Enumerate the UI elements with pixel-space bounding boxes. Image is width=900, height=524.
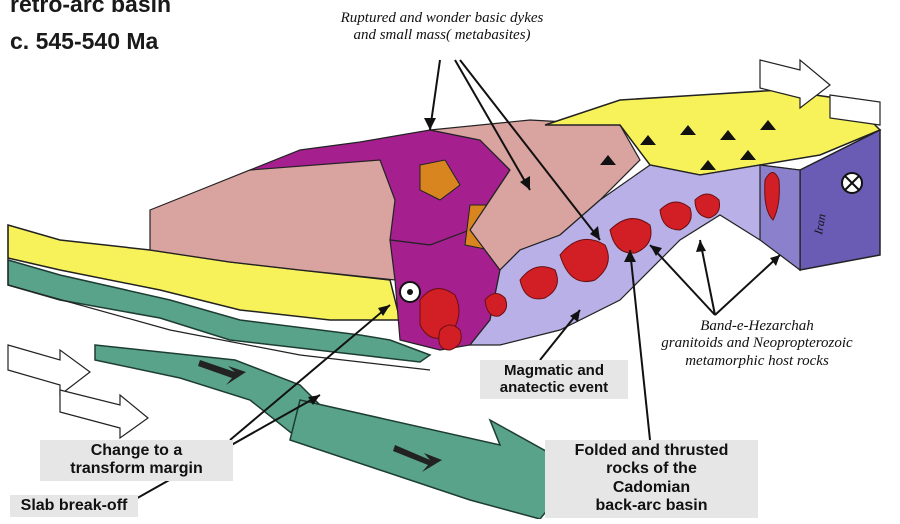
dykes-label-line-1: Ruptured and wonder basic dykes xyxy=(282,10,602,27)
title-line-1: retro-arc basin xyxy=(10,0,171,16)
slab-line: Slab break-off xyxy=(14,497,134,515)
leader-hezar-1 xyxy=(650,245,715,315)
bandehezarchah-line-1: Band-e-Hezarchah xyxy=(612,318,900,335)
leader-hezar-3 xyxy=(715,255,780,315)
transform-line-2: transform margin xyxy=(44,460,229,478)
bandehezarchah-line-3: metamorphic host rocks xyxy=(612,353,900,370)
folded-line-1: Folded and thrusted xyxy=(549,442,754,460)
magmatic-label: Magmatic and anatectic event xyxy=(480,360,628,399)
left-open-arrow-top xyxy=(8,345,90,395)
magmatic-line-1: Magmatic and xyxy=(484,362,624,379)
magmatic-line-2: anatectic event xyxy=(484,379,624,396)
bandehezarchah-line-2: granitoids and Neopropterozoic xyxy=(612,335,900,352)
folded-line-4: back-arc basin xyxy=(549,497,754,515)
bandehezarchah-label: Band-e-Hezarchah granitoids and Neopropt… xyxy=(612,318,900,370)
transform-line-1: Change to a xyxy=(44,442,229,460)
slab-label: Slab break-off xyxy=(10,495,138,517)
dykes-label-line-2: and small mass( metabasites) xyxy=(282,27,602,44)
left-open-arrow-bottom xyxy=(60,390,148,438)
title-line-2: c. 545-540 Ma xyxy=(10,30,158,53)
folded-line-3: Cadomian xyxy=(549,479,754,497)
transform-symbol-dot xyxy=(407,289,413,295)
folded-line-2: rocks of the xyxy=(549,460,754,478)
folded-label: Folded and thrusted rocks of the Cadomia… xyxy=(545,440,758,518)
transform-label: Change to a transform margin xyxy=(40,440,233,481)
dykes-label: Ruptured and wonder basic dykes and smal… xyxy=(282,10,602,45)
